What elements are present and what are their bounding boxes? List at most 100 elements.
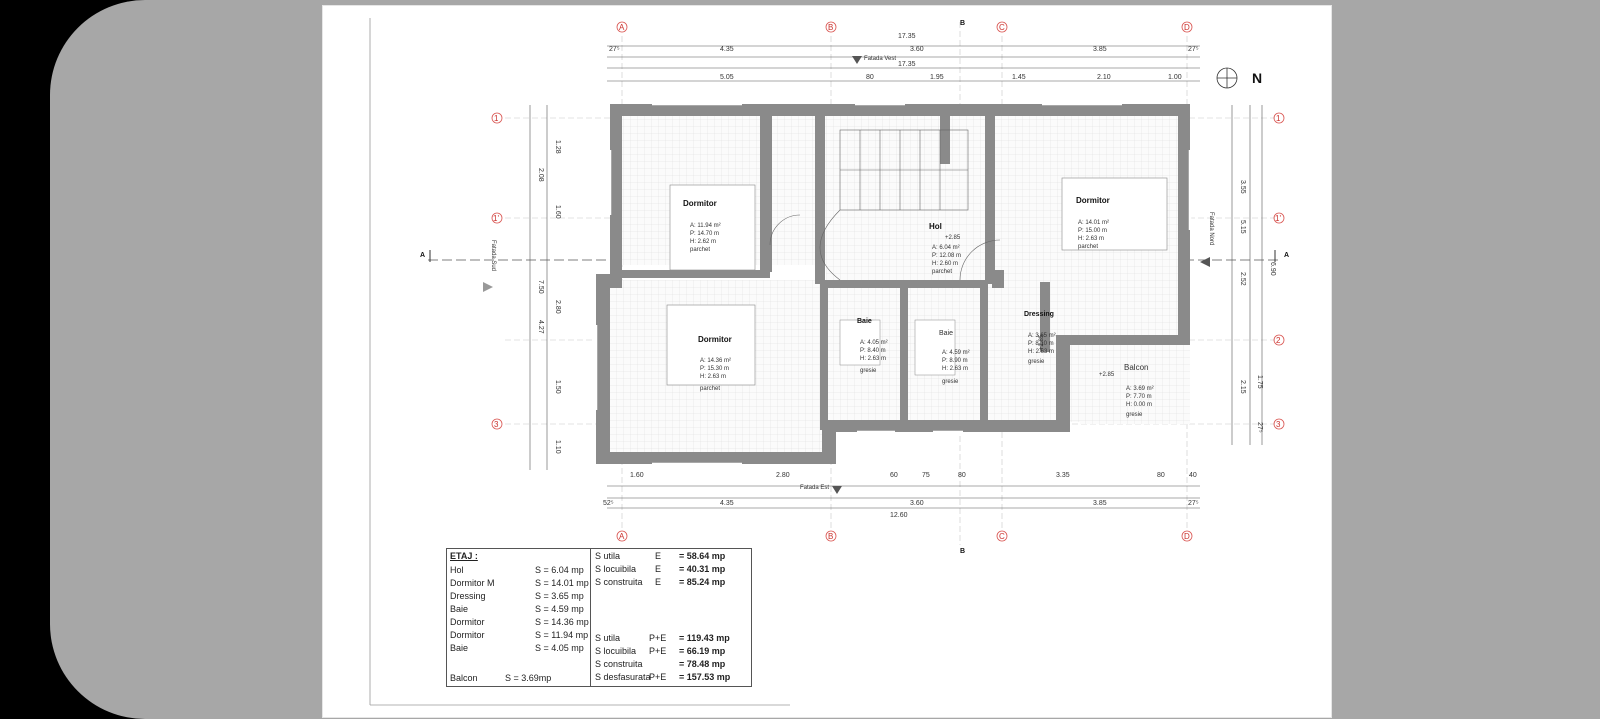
svg-text:gresie: gresie	[1126, 412, 1143, 418]
svg-text:parchet: parchet	[690, 247, 710, 253]
svg-text:4.27: 4.27	[537, 320, 544, 334]
total-level: E	[655, 577, 662, 587]
total-level: P+E	[649, 672, 667, 682]
svg-text:3.60: 3.60	[910, 46, 924, 53]
legend-item-name: Dormitor	[450, 617, 485, 627]
legend-item-name: Hol	[450, 565, 464, 575]
svg-text:A: 4.05 m²: A: 4.05 m²	[860, 340, 888, 346]
legend-item-name: Dormitor	[450, 630, 485, 640]
svg-text:27⁵: 27⁵	[609, 46, 620, 53]
svg-text:A: A	[619, 23, 625, 32]
svg-text:40: 40	[1189, 472, 1197, 479]
svg-text:Baie: Baie	[857, 318, 872, 325]
svg-text:P: 15.00 m: P: 15.00 m	[1078, 228, 1107, 234]
svg-text:4.35: 4.35	[720, 46, 734, 53]
svg-text:A: 4.59 m²: A: 4.59 m²	[942, 350, 970, 356]
total-value: = 66.19 mp	[679, 646, 726, 656]
svg-text:5.05: 5.05	[720, 74, 734, 81]
svg-text:3.60: 3.60	[910, 500, 924, 507]
svg-text:H: 2.63 m: H: 2.63 m	[942, 366, 968, 372]
svg-text:1.60: 1.60	[630, 472, 644, 479]
svg-text:H: 2.60 m: H: 2.60 m	[932, 261, 958, 267]
svg-text:A: A	[420, 252, 425, 259]
svg-text:2.80: 2.80	[776, 472, 790, 479]
svg-text:B: B	[828, 23, 833, 32]
legend-item-value: S = 14.01 mp	[535, 578, 589, 588]
svg-text:3: 3	[494, 420, 499, 429]
svg-text:3.35: 3.35	[1056, 472, 1070, 479]
svg-text:A: 14.01 m²: A: 14.01 m²	[1078, 220, 1109, 226]
svg-text:B: B	[960, 548, 965, 555]
svg-text:1.45: 1.45	[1012, 74, 1026, 81]
svg-text:1': 1'	[493, 214, 499, 223]
svg-text:A: 14.36 m²: A: 14.36 m²	[700, 358, 731, 364]
svg-text:+2.85: +2.85	[1099, 372, 1115, 378]
svg-text:2.08: 2.08	[537, 168, 544, 182]
total-value: = 58.64 mp	[679, 551, 726, 561]
svg-text:6.90: 6.90	[1269, 262, 1276, 276]
svg-text:1.75: 1.75	[1256, 375, 1263, 389]
svg-text:gresie: gresie	[942, 379, 959, 385]
svg-text:P: 14.70 m: P: 14.70 m	[690, 231, 719, 237]
legend-item-name: Balcon	[450, 673, 478, 683]
svg-text:1.95: 1.95	[930, 74, 944, 81]
svg-text:gresie: gresie	[1028, 359, 1045, 365]
legend-item-name: Dressing	[450, 591, 486, 601]
svg-text:Hol: Hol	[929, 222, 942, 231]
svg-text:2.80: 2.80	[554, 300, 561, 314]
svg-text:parchet: parchet	[932, 269, 952, 275]
svg-text:17.35: 17.35	[898, 61, 916, 68]
area-legend: ETAJ : Hol S = 6.04 mp Dormitor M S = 14…	[446, 548, 752, 687]
svg-text:D: D	[1184, 532, 1190, 541]
svg-text:1.60: 1.60	[554, 205, 561, 219]
svg-text:Fatada Vest: Fatada Vest	[864, 56, 896, 62]
svg-text:Fatada Nord: Fatada Nord	[1208, 212, 1214, 245]
svg-text:A: 11.94 m²: A: 11.94 m²	[690, 223, 721, 229]
svg-text:1.28: 1.28	[554, 140, 561, 154]
legend-item-value: S = 6.04 mp	[535, 565, 584, 575]
svg-text:Fatada Sud: Fatada Sud	[490, 240, 496, 271]
svg-text:H: 2.63 m: H: 2.63 m	[860, 356, 886, 362]
total-label: S utila	[595, 633, 621, 643]
svg-text:3.55: 3.55	[1239, 180, 1246, 194]
legend-item-name: Baie	[450, 604, 469, 614]
svg-text:2.52: 2.52	[1239, 272, 1246, 286]
svg-text:7.50: 7.50	[537, 280, 544, 294]
svg-text:P: 7.70 m: P: 7.70 m	[1126, 394, 1152, 400]
svg-text:A: 3.69 m²: A: 3.69 m²	[1126, 386, 1154, 392]
svg-text:A: A	[1284, 252, 1289, 259]
svg-text:27⁵: 27⁵	[1188, 500, 1199, 507]
legend-item-value: S = 3.65 mp	[535, 591, 584, 601]
svg-text:3.85: 3.85	[1093, 46, 1107, 53]
legend-item-value: S = 14.36 mp	[535, 617, 589, 627]
svg-text:1.00: 1.00	[1168, 74, 1182, 81]
svg-text:H: 2.63 m: H: 2.63 m	[1078, 236, 1104, 242]
svg-text:P: 15.30 m: P: 15.30 m	[700, 366, 729, 372]
svg-text:C: C	[999, 23, 1005, 32]
svg-text:1.50: 1.50	[554, 380, 561, 394]
svg-text:52⁵: 52⁵	[603, 500, 614, 507]
svg-text:27⁵: 27⁵	[1256, 422, 1263, 433]
svg-text:Balcon: Balcon	[1124, 363, 1148, 372]
svg-text:P: 8.40 m: P: 8.40 m	[860, 348, 886, 354]
total-level: E	[655, 551, 662, 561]
svg-text:+2.85: +2.85	[945, 235, 961, 241]
svg-text:12.60: 12.60	[890, 512, 908, 519]
svg-text:gresie: gresie	[860, 368, 877, 374]
svg-text:D: D	[1184, 23, 1190, 32]
legend-item-value: S = 11.94 mp	[535, 630, 589, 640]
total-label: S locuibila	[595, 646, 637, 656]
total-value: = 40.31 mp	[679, 564, 726, 574]
svg-text:C: C	[999, 532, 1005, 541]
total-label: S construita	[595, 577, 643, 587]
svg-text:Dormitor: Dormitor	[698, 335, 732, 344]
total-label: S locuibila	[595, 564, 637, 574]
svg-text:3: 3	[1276, 420, 1281, 429]
svg-text:80: 80	[1157, 472, 1165, 479]
legend-title: ETAJ :	[450, 551, 478, 561]
svg-text:P: 8.90 m: P: 8.90 m	[942, 358, 968, 364]
svg-text:A: 3.65 m²: A: 3.65 m²	[1028, 333, 1056, 339]
total-level: E	[655, 564, 662, 574]
svg-text:1: 1	[494, 114, 499, 123]
legend-item-name: Baie	[450, 643, 469, 653]
